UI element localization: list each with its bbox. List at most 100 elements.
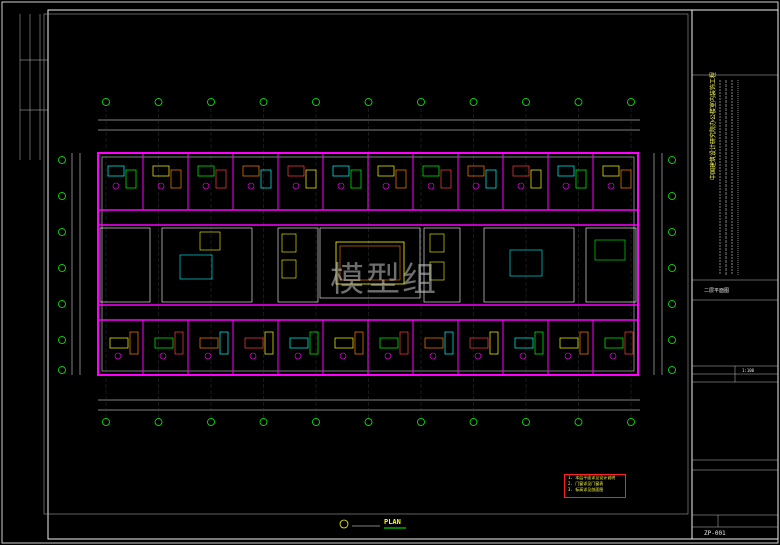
chair [112, 182, 120, 190]
grid-bubble [364, 418, 373, 426]
dimension-top [98, 119, 640, 131]
grid-bubble [417, 418, 425, 426]
note-line: 2. 门窗详见门窗表 [568, 481, 604, 486]
grid-bubble [627, 418, 635, 426]
cabinet [444, 331, 454, 355]
office-partitions [142, 153, 594, 375]
cabinet [395, 169, 407, 189]
chair [429, 352, 437, 360]
grid-bubble [58, 366, 66, 374]
project-title: 中国建筑设计研究院办公楼室内装饰工程 [710, 71, 717, 180]
grid-bubble [207, 98, 215, 106]
conference-room [319, 227, 421, 299]
grid-bubble [364, 98, 373, 106]
cabinet [350, 169, 362, 189]
chair [249, 352, 257, 360]
floor-label: 二层平面图 [704, 288, 730, 294]
desk [107, 165, 125, 177]
cabinet [620, 169, 632, 189]
chair [384, 352, 392, 360]
chair [564, 352, 572, 360]
chair [609, 352, 617, 360]
cabinet [354, 331, 364, 355]
desk [422, 165, 440, 177]
chair [607, 182, 615, 190]
chair [337, 182, 345, 190]
note-line: 3. 标高详见剖面图 [568, 487, 604, 492]
cabinet [399, 331, 409, 355]
cabinet [305, 169, 317, 189]
core-left [99, 227, 253, 303]
grid-bubble [154, 98, 163, 106]
chair [517, 182, 525, 190]
cabinet [125, 169, 137, 189]
chair [427, 182, 435, 190]
watermark-text: 模型组 [330, 260, 438, 300]
desk [469, 337, 489, 349]
core-right [483, 227, 637, 303]
desk [152, 165, 170, 177]
cabinet [170, 169, 182, 189]
cabinet [624, 331, 634, 355]
grid-bubble [58, 156, 66, 164]
scale-label: 1:100 [742, 368, 755, 373]
grid-bubble [668, 156, 676, 164]
desk [379, 337, 399, 349]
grid-bubble [522, 418, 530, 426]
desk [512, 165, 530, 177]
desk [332, 165, 350, 177]
grid-bubble [58, 300, 66, 308]
notes-box: 1. 本层平面详见设计说明 2. 门窗详见门窗表 3. 标高详见剖面图 [564, 474, 626, 498]
grid-bubble [668, 264, 676, 272]
grid-bubble [522, 98, 530, 106]
grid-bubble [668, 336, 676, 344]
desk [244, 337, 264, 349]
inner-border [43, 13, 689, 515]
sheet-number: ZP-001 [704, 530, 726, 537]
desk [467, 165, 485, 177]
cabinet [530, 169, 542, 189]
grid-bubble [58, 336, 66, 344]
chair [114, 352, 122, 360]
cabinet [174, 331, 184, 355]
chair [247, 182, 255, 190]
cabinet [215, 169, 227, 189]
plan-label: PLAN [384, 518, 401, 526]
chair [382, 182, 390, 190]
cabinet [129, 331, 139, 355]
desk [559, 337, 579, 349]
grid-bubble [469, 418, 478, 426]
dimension-bottom [98, 399, 640, 411]
desk [154, 337, 174, 349]
chair [159, 352, 167, 360]
cabinet [489, 331, 499, 355]
desk [199, 337, 219, 349]
desk [242, 165, 260, 177]
desk [287, 165, 305, 177]
desk [197, 165, 215, 177]
grid-bubble [58, 264, 66, 272]
desk [514, 337, 534, 349]
grid-bubble [102, 418, 110, 426]
chair [562, 182, 570, 190]
chair [204, 352, 212, 360]
cabinet [309, 331, 319, 355]
grid-bubble [668, 228, 676, 236]
grid-bubble [469, 98, 478, 106]
chair [294, 352, 302, 360]
chair [339, 352, 347, 360]
grid-bubbles [58, 98, 676, 426]
grid-bubble [259, 418, 268, 426]
cabinet [219, 331, 229, 355]
desk [377, 165, 395, 177]
grid-bubble [58, 228, 66, 236]
chair [519, 352, 527, 360]
cabinet [534, 331, 544, 355]
grid-bubble [207, 418, 215, 426]
desk [602, 165, 620, 177]
grid-bubble [627, 98, 635, 106]
grid-bubble [417, 98, 425, 106]
grid-bubble [154, 418, 163, 426]
desk [557, 165, 575, 177]
grid-bubble [668, 366, 676, 374]
